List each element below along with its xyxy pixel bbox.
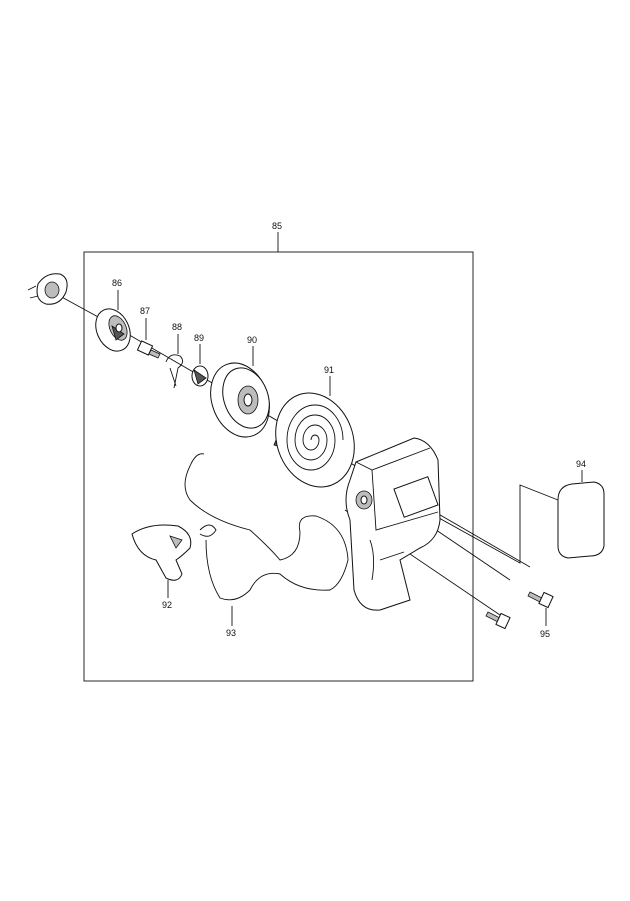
label-90: 90 (247, 335, 257, 345)
rope-pulley-part (210, 362, 284, 448)
label-91: 91 (324, 365, 334, 375)
label-93: 93 (226, 628, 236, 638)
ratchet-part (191, 365, 209, 387)
hub-part (27, 273, 68, 305)
assembly-frame (83, 251, 474, 682)
label-86: 86 (112, 278, 122, 288)
label-89: 89 (194, 333, 204, 343)
bolt-lower-part (485, 611, 511, 630)
rope-loop (199, 524, 217, 537)
spring-clip-part (165, 354, 183, 389)
recoil-spring-part (275, 392, 355, 488)
starter-housing-part (345, 437, 441, 611)
label-95: 95 (540, 629, 550, 639)
label-94: 94 (576, 459, 586, 469)
label-87: 87 (140, 306, 150, 316)
pulley-cover-part (95, 308, 131, 352)
bolt-part (527, 591, 554, 609)
label-92: 92 (162, 600, 172, 610)
screw-small-part (136, 340, 161, 359)
label-85: 85 (272, 221, 282, 231)
starter-rope-part (184, 453, 349, 601)
label-88: 88 (172, 322, 182, 332)
grip-part (131, 524, 192, 581)
plate-part (557, 481, 605, 559)
